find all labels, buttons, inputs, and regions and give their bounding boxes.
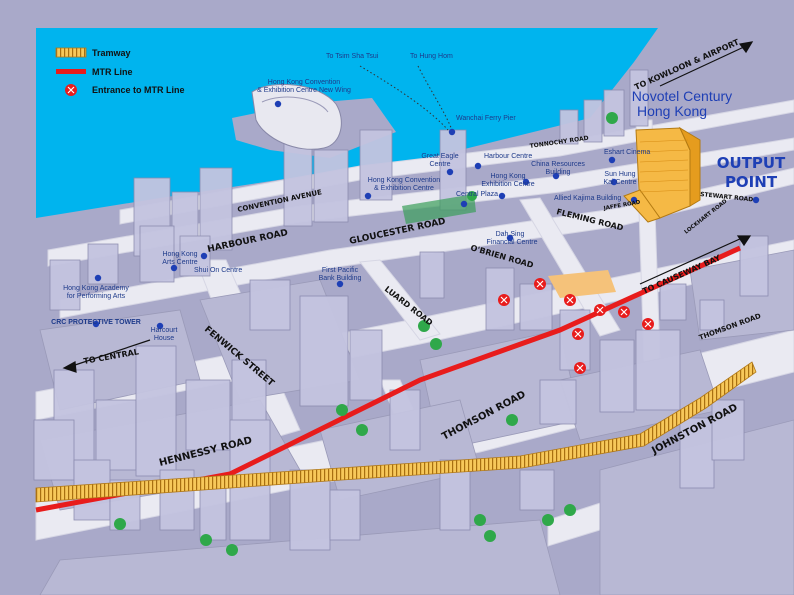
- label-hung-hom: To Hung Hom: [410, 53, 453, 60]
- legend-entrance-label: Entrance to MTR Line: [92, 85, 185, 95]
- label-crc-tower: CRC PROTECTIVE TOWER: [51, 319, 141, 326]
- label-central-plaza: Central Plaza: [456, 191, 498, 198]
- label-china-resources-1: China Resources: [531, 161, 585, 168]
- label-dah-sing-2: Financial Centre: [487, 239, 538, 246]
- mtr-entrance-icon: [572, 328, 584, 340]
- legend-tramway-swatch: [55, 47, 87, 58]
- tramway: [35, 361, 757, 503]
- central-plaza-green: [402, 194, 476, 224]
- label-china-resources-2: Building: [546, 169, 571, 176]
- label-first-pacific-2: Bank Building: [319, 275, 362, 282]
- label-east-cinema: Eshart Cinema: [604, 149, 650, 156]
- legend-entrance-icon: [65, 84, 77, 96]
- label-harbour-centre: Harbour Centre: [484, 153, 532, 160]
- legend-mtr-label: MTR Line: [92, 67, 133, 77]
- label-harcourt-1: Harcourt: [151, 327, 178, 334]
- landmark-labels: To Tsim Sha Tsui To Hung Hom Hong Kong C…: [51, 53, 650, 342]
- hotel-name-line1: Novotel Century: [632, 88, 732, 104]
- label-hkcec-1: Hong Kong Convention: [368, 177, 440, 184]
- mtr-entrance-icon: [574, 362, 586, 374]
- hotel-building: [623, 126, 701, 223]
- mtr-entrance-icon: [594, 304, 606, 316]
- legend-tramway-label: Tramway: [92, 48, 131, 58]
- label-shui-on: Shui On Centre: [194, 267, 242, 274]
- label-hkcec-new-wing-1: Hong Kong Convention: [268, 79, 340, 86]
- mtr-entrance-icon: [564, 294, 576, 306]
- label-hk-exhibition-2: Exhibition Centre: [481, 181, 534, 188]
- legend: Tramway MTR Line Entrance to MTR Line: [55, 47, 185, 96]
- label-sun-hung-kai-2: Kai Centre: [603, 179, 636, 186]
- direction-arrows: [62, 41, 754, 373]
- mtr-entrance-icon: [498, 294, 510, 306]
- label-hkcec-2: & Exhibition Centre: [374, 185, 434, 192]
- label-hk-exhibition-1: Hong Kong: [490, 173, 525, 180]
- label-allied-kajima: Allied Kajima Building: [554, 195, 621, 202]
- label-hkcec-new-wing-2: & Exhibition Centre New Wing: [257, 87, 351, 94]
- label-hkapa-2: for Performing Arts: [67, 293, 126, 300]
- label-great-eagle-2: Centre: [429, 161, 450, 168]
- hotel-name-line2: Hong Kong: [637, 103, 707, 119]
- output-point-line1: OUTPUT: [717, 154, 786, 172]
- orange-block: [548, 270, 616, 298]
- mtr-entrance-icon: [642, 318, 654, 330]
- landmark-dots: [92, 100, 760, 330]
- label-hk-arts-2: Arts Centre: [162, 259, 198, 266]
- ferry-route-tst: [359, 65, 449, 131]
- label-hkapa-1: Hong Kong Academy: [63, 285, 129, 292]
- label-wanchai-ferry: Wanchai Ferry Pier: [456, 115, 516, 122]
- output-point-line2: POINT: [725, 173, 778, 191]
- label-hk-arts-1: Hong Kong: [162, 251, 197, 258]
- convention-new-wing: [251, 83, 342, 150]
- mtr-entrances: [498, 278, 654, 374]
- label-sun-hung-kai-1: Sun Hung: [604, 171, 635, 178]
- label-great-eagle-1: Great Eagle: [421, 153, 458, 160]
- trees: [114, 112, 618, 556]
- legend-mtr-swatch: [56, 69, 86, 74]
- label-first-pacific-1: First Pacific: [322, 267, 359, 274]
- mtr-entrance-icon: [618, 306, 630, 318]
- label-harcourt-2: House: [154, 335, 174, 342]
- label-tsim-sha-tsui: To Tsim Sha Tsui: [326, 53, 379, 60]
- mtr-entrance-icon: [534, 278, 546, 290]
- label-dah-sing-1: Dah Sing: [496, 231, 525, 238]
